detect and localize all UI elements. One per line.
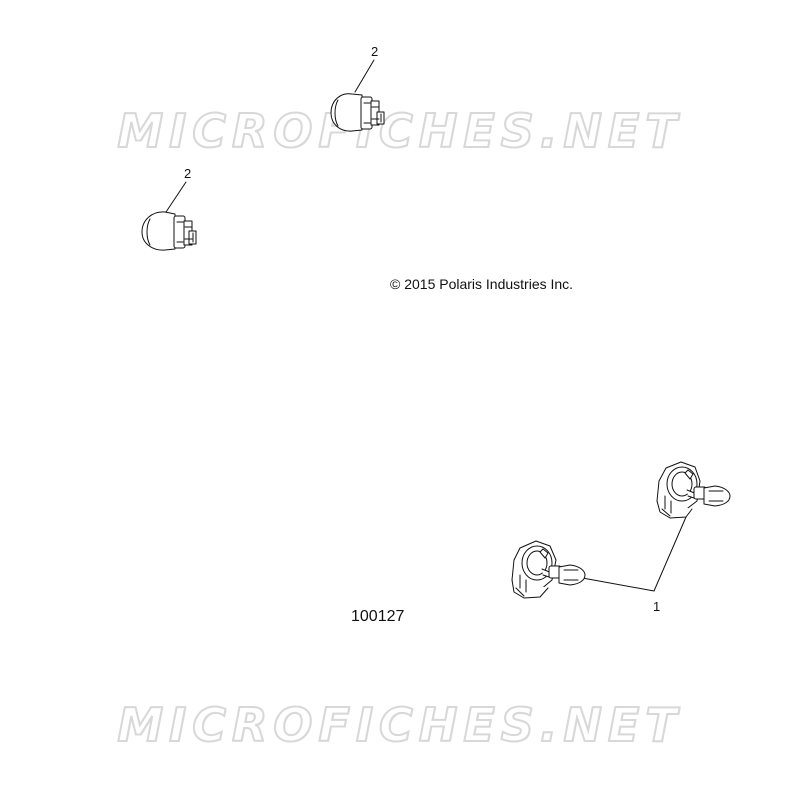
copyright-text: © 2015 Polaris Industries Inc. bbox=[390, 276, 574, 292]
watermark-top: MICROFICHES.NET bbox=[116, 103, 683, 159]
figure-number: 100127 bbox=[351, 608, 405, 625]
headlight-bulb-icon-left bbox=[511, 540, 586, 599]
wedge-base-bulb-icon-upper bbox=[330, 93, 385, 132]
leader-line-2-lower bbox=[165, 181, 187, 213]
watermark-bottom: MICROFICHES.NET bbox=[116, 697, 683, 753]
leader-line-1 bbox=[576, 516, 687, 592]
wedge-base-bulb-icon-lower bbox=[141, 211, 197, 251]
headlight-bulb-icon-right bbox=[656, 461, 731, 519]
leader-line-2-upper bbox=[354, 59, 375, 93]
callout-part-1: 1 bbox=[653, 599, 661, 614]
callout-part-2-upper: 2 bbox=[371, 44, 379, 59]
callout-part-2-lower: 2 bbox=[184, 166, 192, 181]
